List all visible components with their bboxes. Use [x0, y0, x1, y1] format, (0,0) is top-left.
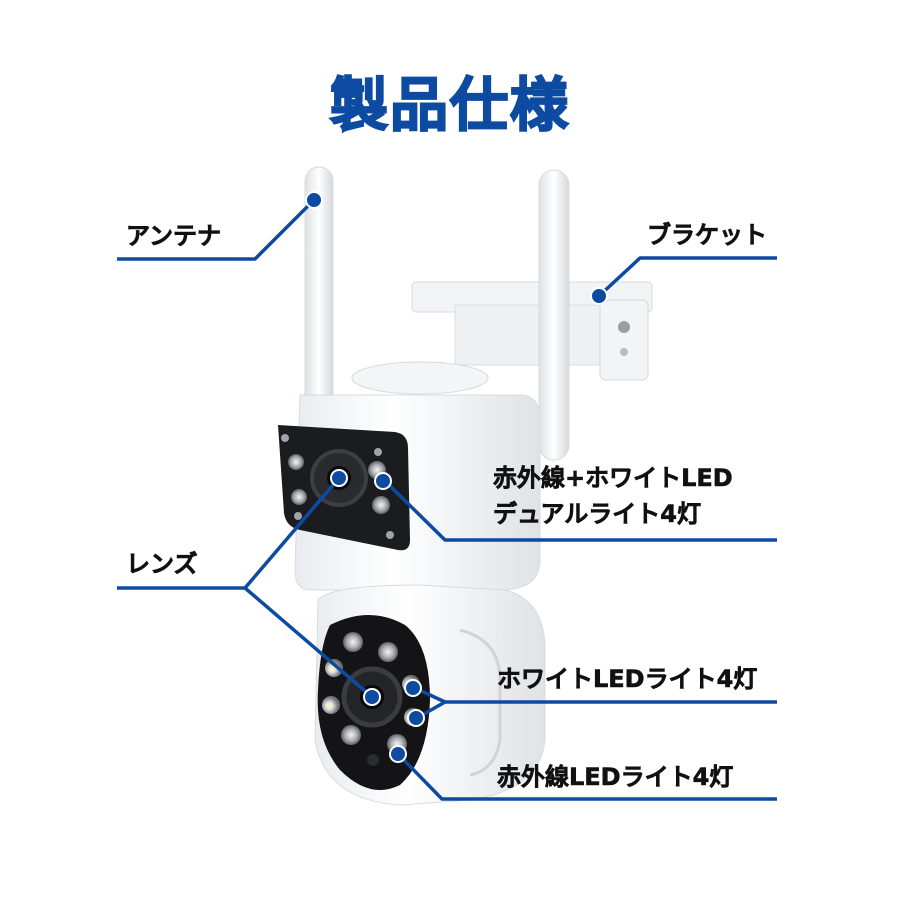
callout-dot-lens-upper [330, 469, 348, 487]
callout-dot-ir-led [389, 745, 407, 763]
callout-dot-antenna [305, 191, 323, 209]
callout-dot-lens-lower [363, 688, 381, 706]
bracket [411, 281, 653, 381]
label-antenna: アンテナ [126, 222, 222, 251]
page-title: 製品仕様 [329, 70, 570, 140]
label-dual-light-line1: 赤外線+ホワイトLED [493, 464, 733, 493]
label-ir-led: 赤外線LEDライト4灯 [497, 763, 734, 792]
label-dual-light-line2: デュアルライト4灯 [493, 500, 702, 529]
callout-dot-white-led-2 [407, 709, 425, 727]
antenna-right [538, 169, 570, 461]
label-bracket: ブラケット [647, 221, 768, 250]
callout-dot-bracket [590, 287, 608, 305]
callout-dot-white-led-1 [404, 679, 422, 697]
label-white-led: ホワイトLEDライト4灯 [497, 665, 758, 694]
callout-dot-dual-light [374, 472, 392, 490]
label-lens: レンズ [126, 550, 198, 579]
